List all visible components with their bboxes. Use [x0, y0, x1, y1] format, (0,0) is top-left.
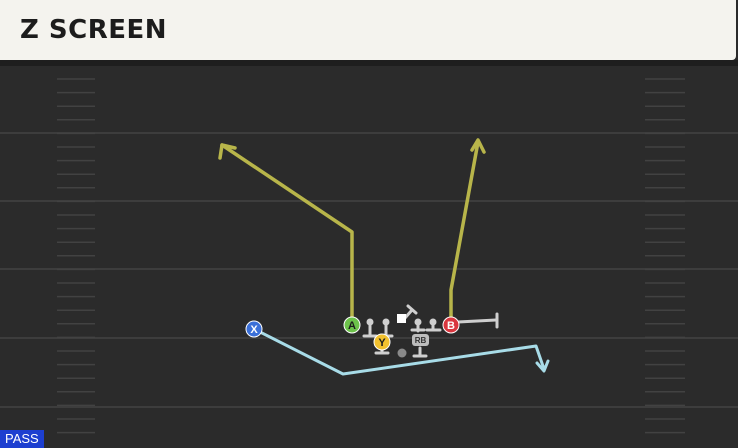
field-background [0, 60, 738, 448]
player-b-label: B [447, 320, 455, 332]
route-x-screen [252, 327, 546, 376]
hash-marks [57, 78, 685, 434]
rb-label: RB [415, 336, 427, 345]
routes [218, 138, 550, 376]
offensive-line [366, 314, 437, 358]
player-rb[interactable]: RB [412, 334, 429, 346]
player-x[interactable]: X [245, 320, 263, 338]
title-bar: Z SCREEN [0, 0, 736, 60]
play-field: RB X A Y B [0, 60, 738, 448]
player-y[interactable]: Y [373, 333, 391, 351]
player-b[interactable]: B [442, 316, 460, 334]
player-x-label: X [250, 324, 258, 336]
player-a-marker [343, 316, 361, 334]
block-bar [406, 304, 418, 315]
lineman-marker [429, 318, 437, 326]
player-y-label: Y [378, 337, 386, 349]
route-a-arrowhead [218, 143, 237, 160]
route-b-arrowhead [470, 138, 486, 154]
block-line [456, 318, 498, 324]
center-marker [397, 314, 406, 323]
route-a-post [220, 143, 354, 327]
route-b-vertical [449, 140, 480, 327]
player-x-marker [245, 320, 263, 338]
lineman-marker [366, 318, 374, 326]
play-title: Z SCREEN [20, 15, 168, 45]
field-top-shadow [0, 60, 738, 66]
player-a-label: A [348, 320, 356, 332]
lineman-marker [382, 318, 390, 326]
yard-lines [0, 132, 738, 408]
block-line [403, 308, 414, 320]
qb-marker [397, 348, 407, 358]
player-a[interactable]: A [343, 316, 361, 334]
player-y-marker [373, 333, 391, 351]
lineman-marker [414, 318, 422, 326]
play-type-badge: PASS [0, 430, 44, 448]
rb-badge [412, 334, 429, 346]
player-b-marker [442, 316, 460, 334]
route-x-arrowhead [535, 359, 550, 373]
